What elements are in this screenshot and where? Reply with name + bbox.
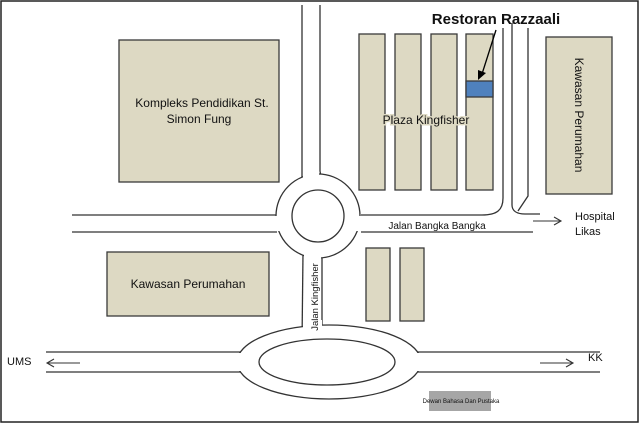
building-south-1 [365,247,391,322]
label-housing-east: Kawasan Perumahan [572,58,586,173]
road-bangka-top-east [361,28,504,216]
direction-arrows [45,216,575,368]
road-gap-s-w [233,353,243,371]
arrow-hospital [533,216,563,226]
map-title: Restoran Razzaali [432,11,560,28]
building-housing-east [545,36,613,195]
arrow-ums [45,358,80,368]
roundabout-south-inner [258,338,396,386]
restaurant-marker[interactable] [465,80,494,98]
restaurant-pointer-arrow [481,29,497,75]
label-school-line2: Simon Fung [167,112,232,126]
building-dewan [429,391,491,411]
road-northeast-upper [511,23,540,215]
roundabout-north-inner [291,189,345,243]
building-plaza-4 [465,33,494,191]
label-hospital-line2: Likas [575,226,601,238]
road-gap-s-e [416,353,426,371]
road-gap-w [272,216,282,231]
label-road-bangka: Jalan Bangka Bangka [388,221,486,232]
buildings [106,33,613,322]
label-hospital-line1: Hospital [575,211,615,223]
label-ums: UMS [7,356,31,368]
label-kk: KK [588,352,603,364]
building-plaza-3 [430,33,458,191]
road-gap-e [354,216,364,231]
road-gap-s [304,250,321,260]
restaurant-pointer-arrowhead [478,70,486,80]
road-gap-s-n [303,320,322,329]
building-plaza-2 [394,33,422,191]
road-gap-n [303,170,319,180]
label-road-kingfisher: Jalan Kingfisher [310,263,321,331]
arrow-kk [540,358,575,368]
label-dewan: Dewan Bahasa Dan Pustaka [423,399,500,405]
label-plaza: Plaza Kingfisher [383,113,470,127]
building-school [118,39,280,183]
building-housing-west [106,251,270,317]
building-south-2 [399,247,425,322]
road-northeast-lower [517,28,529,212]
label-housing-west: Kawasan Perumahan [131,277,246,291]
label-school-line1: Kompleks Pendidikan St. [135,96,268,110]
building-plaza-1 [358,33,386,191]
